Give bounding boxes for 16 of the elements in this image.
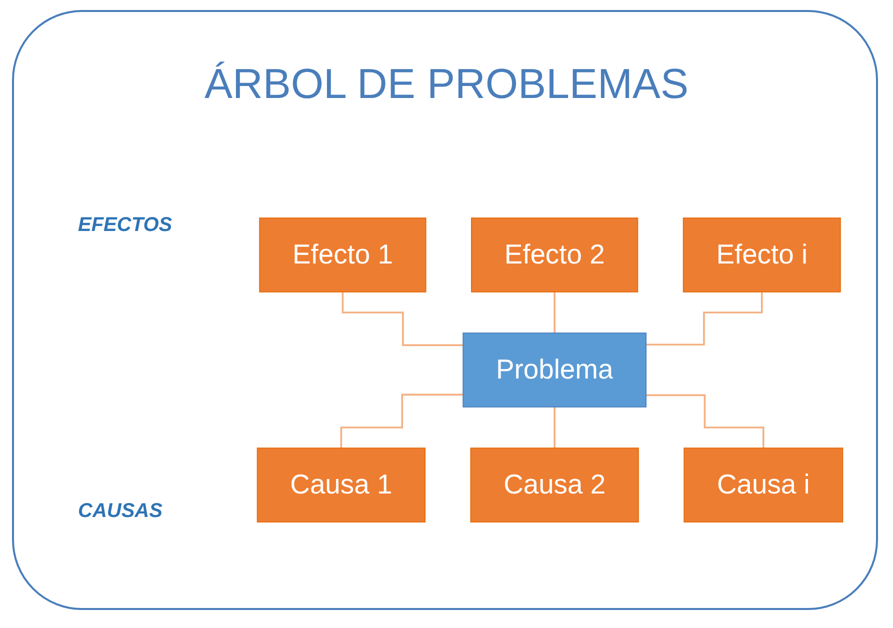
node-box: Causa 2 <box>470 448 639 522</box>
node-box: Efecto i <box>682 218 841 292</box>
section-label: EFECTOS <box>78 214 172 237</box>
node-box: Causa 1 <box>256 448 426 522</box>
connector <box>646 291 763 346</box>
connector <box>646 394 764 449</box>
connector <box>342 291 464 346</box>
connector <box>340 394 464 449</box>
diagram-title: ÁRBOL DE PROBLEMAS <box>204 60 690 108</box>
connector <box>554 291 556 334</box>
node-box: Efecto 1 <box>259 218 426 292</box>
node-box: Efecto 2 <box>471 218 638 292</box>
section-label: CAUSAS <box>78 500 162 523</box>
connector <box>554 406 556 449</box>
node-box: Problema <box>462 332 647 408</box>
node-box: Causa i <box>684 448 844 522</box>
